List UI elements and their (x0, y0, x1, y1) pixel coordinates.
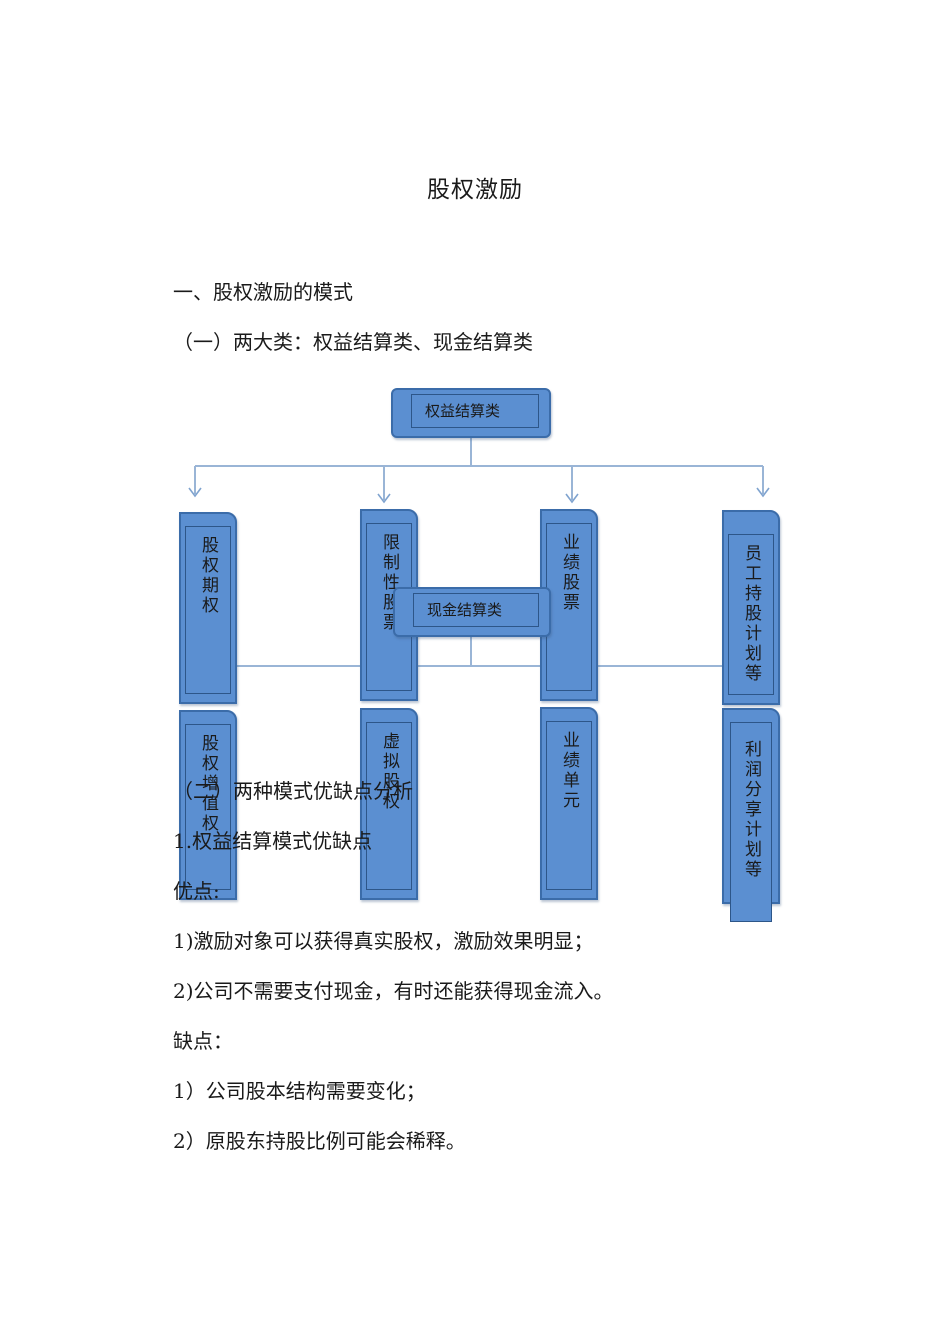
heading-two-categories: （一）两大类：权益结算类、现金结算类 (173, 330, 533, 354)
cash-item-profit-sharing: 利润分享计划等 (722, 708, 780, 922)
cash-item-label: 股权增值权 (198, 734, 218, 834)
section-two-sub: 1.权益结算模式优缺点 (173, 829, 373, 853)
cash-root-label: 现金结算类 (427, 601, 503, 619)
heading-modes: 一、股权激励的模式 (173, 280, 353, 304)
equity-item-label: 业绩股票 (559, 533, 579, 613)
page-title: 股权激励 (427, 177, 523, 203)
cons-item: 1）公司股本结构需要变化； (173, 1079, 426, 1103)
cash-item-label: 利润分享计划等 (741, 740, 761, 880)
pros-label: 优点: (173, 879, 220, 903)
section-two-heading: （二）两种模式优缺点分析 (173, 779, 413, 803)
equity-item-label: 股权期权 (198, 536, 218, 616)
cons-label: 缺点： (173, 1029, 233, 1053)
cash-item-phantom-stock: 虚拟股权 (360, 708, 418, 900)
cash-item-sar: 股权增值权 (179, 710, 237, 900)
equity-root-label: 权益结算类 (425, 402, 501, 420)
equity-item-label: 员工持股计划等 (741, 544, 761, 684)
equity-item-esop: 员工持股计划等 (722, 510, 780, 705)
equity-item-stock-options: 股权期权 (179, 512, 237, 704)
pros-item: 1)激励对象可以获得真实股权，激励效果明显； (173, 929, 594, 953)
cash-root-box: 现金结算类 (393, 587, 551, 637)
cash-item-label: 虚拟股权 (379, 732, 399, 812)
pros-item: 2)公司不需要支付现金，有时还能获得现金流入。 (173, 979, 614, 1003)
cash-item-performance-unit: 业绩单元 (540, 707, 598, 900)
cons-item: 2）原股东持股比例可能会稀释。 (173, 1129, 466, 1153)
equity-root-box: 权益结算类 (391, 388, 551, 438)
cash-item-label: 业绩单元 (559, 731, 579, 811)
